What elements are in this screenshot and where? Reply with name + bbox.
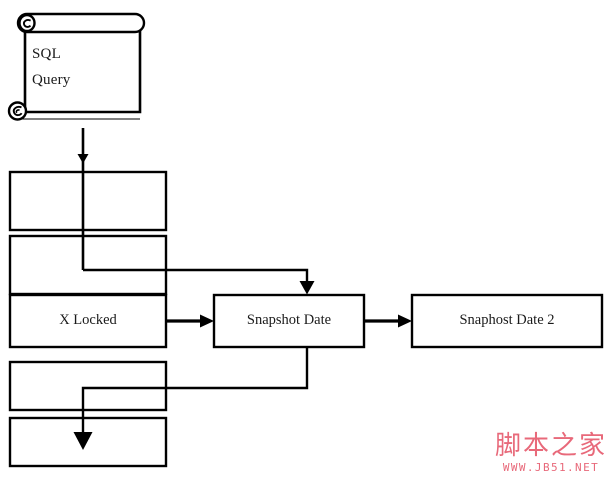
node-sql-query[interactable] <box>7 12 146 121</box>
scroll-top-roll <box>16 12 146 34</box>
node-snaphost-date-2[interactable] <box>410 293 604 349</box>
node-box-4[interactable] <box>8 360 168 412</box>
node-x-locked[interactable] <box>8 293 168 349</box>
scroll-body <box>23 24 142 114</box>
watermark: 脚本之家 WWW.JB51.NET <box>494 430 607 474</box>
connector-snapshot-date-to-box5 <box>73 348 309 450</box>
scroll-bottom-curl-icon <box>7 101 28 121</box>
watermark-brand: 脚本之家 <box>494 430 607 461</box>
connector-sql-to-boxes <box>77 128 89 270</box>
node-box-5[interactable] <box>8 416 168 468</box>
node-box-1[interactable] <box>8 170 168 232</box>
connector-snapshot-date-to-date2 <box>365 314 412 328</box>
node-box-2[interactable] <box>8 234 168 296</box>
watermark-url: WWW.JB51.NET <box>502 461 600 474</box>
connector-box2-to-snapshot-date <box>83 268 315 295</box>
node-snapshot-date[interactable] <box>212 293 366 349</box>
scroll-top-curl-icon <box>18 13 36 33</box>
connector-xlocked-to-snapshot-date <box>167 314 214 328</box>
